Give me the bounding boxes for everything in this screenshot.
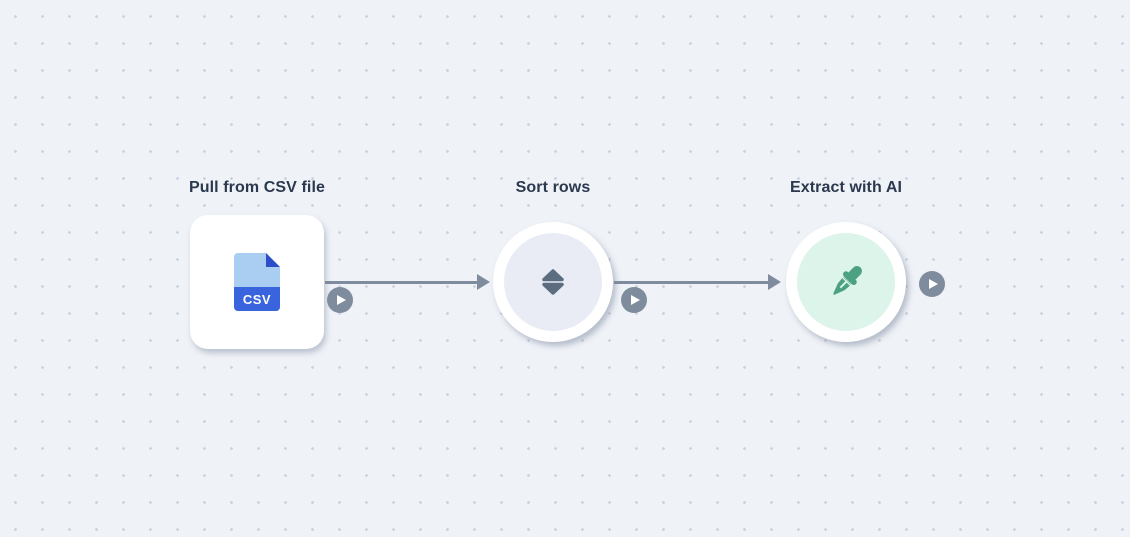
- play-icon: [929, 279, 938, 289]
- run-step-button-pull-from-csv-file[interactable]: [327, 287, 353, 313]
- csv-file-label: CSV: [234, 287, 280, 311]
- arrowhead-icon: [477, 274, 490, 290]
- node-inner-circle: [504, 233, 602, 331]
- run-step-button-sort-rows[interactable]: [621, 287, 647, 313]
- connection-line: [325, 280, 478, 284]
- node-inner-circle: [797, 233, 895, 331]
- sort-arrows-icon: [542, 269, 564, 295]
- csv-file-fold-corner: [266, 253, 280, 267]
- node-label-pull-from-csv-file: Pull from CSV file: [188, 179, 326, 196]
- node-sort-rows[interactable]: [493, 222, 613, 342]
- play-icon: [337, 295, 346, 305]
- connection-line: [614, 280, 769, 284]
- node-extract-with-ai[interactable]: [786, 222, 906, 342]
- csv-file-icon: CSV: [234, 253, 280, 311]
- run-step-button-extract-with-ai[interactable]: [919, 271, 945, 297]
- eyedropper-icon: [833, 266, 862, 295]
- arrowhead-icon: [768, 274, 781, 290]
- play-icon: [631, 295, 640, 305]
- node-label-extract-with-ai: Extract with AI: [789, 179, 903, 196]
- node-label-sort-rows: Sort rows: [515, 179, 591, 196]
- node-pull-from-csv-file[interactable]: CSV: [190, 215, 324, 349]
